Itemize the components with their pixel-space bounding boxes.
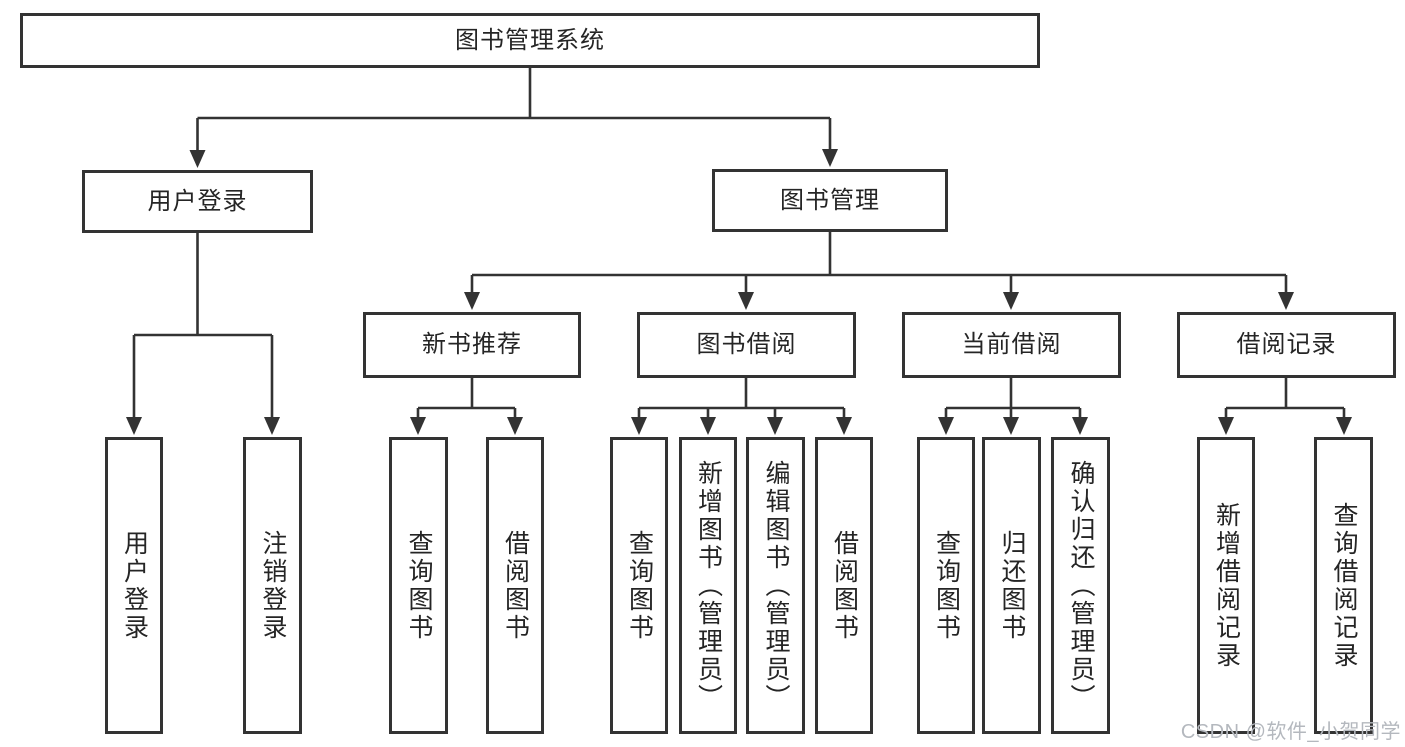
leaf-borrow-books-label: 借阅图书: [830, 529, 859, 642]
node-book-borrow: 图书借阅: [637, 312, 856, 378]
leaf-query-borrow-record: 查询借阅记录: [1314, 437, 1373, 734]
leaf-add-borrow-record-label: 新增借阅记录: [1212, 501, 1241, 670]
leaf-user-login: 用户登录: [105, 437, 163, 734]
csdn-watermark: CSDN @软件_小贺同学: [1180, 721, 1401, 743]
leaf-return-book: 归还图书: [982, 437, 1041, 734]
leaf-query-books-current: 查询图书: [917, 437, 975, 734]
leaf-borrow-books-recommend: 借阅图书: [486, 437, 544, 734]
node-root-system: 图书管理系统: [20, 13, 1040, 68]
leaf-confirm-return-admin-label: 确认归还（管理员）: [1067, 459, 1095, 712]
leaf-add-borrow-record: 新增借阅记录: [1197, 437, 1255, 734]
leaf-query-books-recommend-label: 查询图书: [405, 529, 433, 642]
leaf-logout: 注销登录: [243, 437, 302, 734]
leaf-logout-label: 注销登录: [259, 529, 287, 642]
node-borrow-records: 借阅记录: [1177, 312, 1396, 378]
leaf-confirm-return-admin: 确认归还（管理员）: [1051, 437, 1110, 734]
leaf-borrow-books-recommend-label: 借阅图书: [501, 529, 530, 642]
leaf-add-book-admin-label: 新增图书（管理员）: [694, 459, 723, 712]
leaf-add-book-admin: 新增图书（管理员）: [679, 437, 737, 734]
leaf-borrow-books: 借阅图书: [815, 437, 873, 734]
leaf-edit-book-admin: 编辑图书（管理员）: [746, 437, 805, 734]
node-book-management: 图书管理: [712, 169, 948, 232]
leaf-return-book-label: 归还图书: [998, 529, 1026, 642]
leaf-query-borrow-record-label: 查询借阅记录: [1330, 501, 1358, 670]
leaf-query-books-borrow-label: 查询图书: [625, 529, 654, 642]
leaf-query-books-current-label: 查询图书: [932, 529, 961, 642]
leaf-query-books-borrow: 查询图书: [610, 437, 668, 734]
leaf-edit-book-admin-label: 编辑图书（管理员）: [762, 459, 790, 712]
node-new-book-recommend: 新书推荐: [363, 312, 581, 378]
node-user-login: 用户登录: [82, 170, 313, 233]
leaf-user-login-label: 用户登录: [120, 529, 149, 642]
leaf-query-books-recommend: 查询图书: [389, 437, 448, 734]
node-current-borrow: 当前借阅: [902, 312, 1121, 378]
